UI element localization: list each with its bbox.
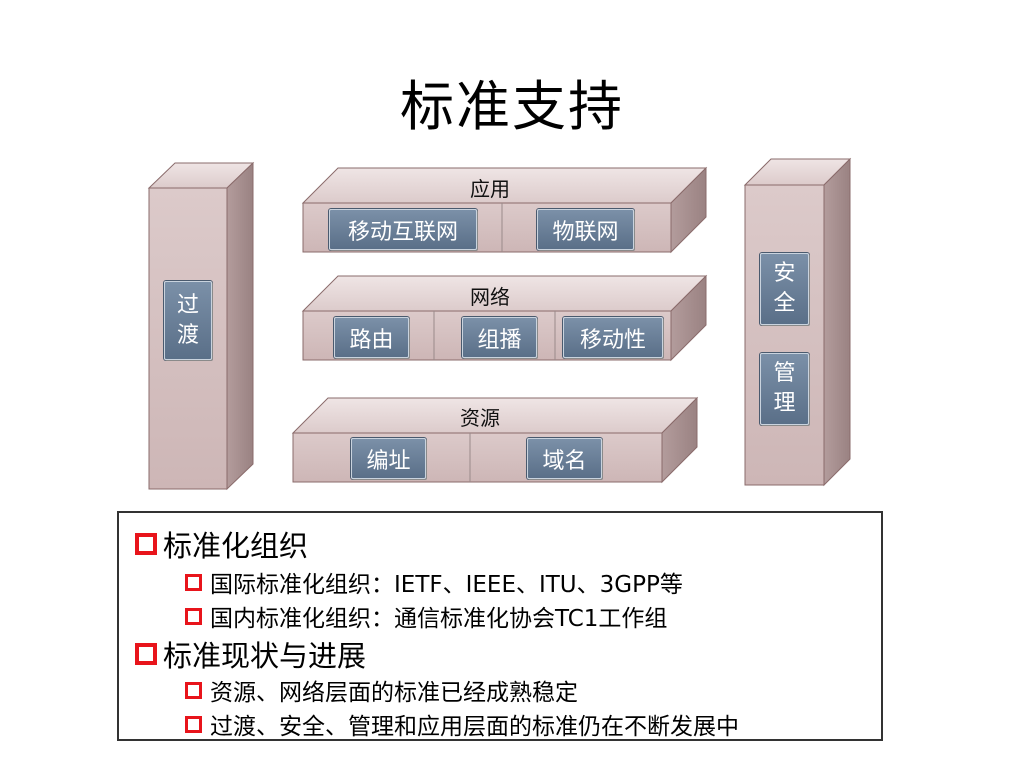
mobile-internet-box: 移动互联网 [329, 209, 477, 250]
sub-bullet-text: 国际标准化组织：IETF、IEEE、ITU、3GPP等 [210, 572, 683, 598]
resource-layer-label: 资源 [460, 406, 500, 430]
page-title: 标准支持 [400, 75, 624, 138]
transition-char-1: 过 [176, 292, 199, 318]
security-management-pillar [743, 157, 852, 487]
application-layer-label: 应用 [470, 177, 510, 201]
security-char-1: 安 [773, 261, 796, 286]
routing-box: 路由 [334, 317, 409, 358]
square-bullet-icon [185, 681, 202, 699]
notes-box: 标准化组织 国际标准化组织：IETF、IEEE、ITU、3GPP等 国内标准化组… [117, 511, 883, 741]
management-box: 管 理 [760, 353, 809, 425]
mobility-box: 移动性 [563, 317, 663, 358]
management-char-2: 理 [773, 391, 796, 416]
network-layer-label: 网络 [470, 285, 510, 309]
transition-char-2: 渡 [176, 322, 199, 348]
bullet-text: 标准化组织 [163, 529, 309, 563]
domain-name-box: 域名 [527, 438, 602, 479]
bullet-text: 标准现状与进展 [163, 639, 367, 673]
sub-bullet: 国际标准化组织：IETF、IEEE、ITU、3GPP等 [185, 565, 683, 599]
iot-box: 物联网 [537, 209, 634, 250]
bullet-standards-status: 标准现状与进展 [135, 633, 366, 675]
square-bullet-icon [135, 643, 157, 665]
sub-bullet: 过渡、安全、管理和应用层面的标准仍在不断发展中 [185, 707, 739, 741]
square-bullet-icon [185, 607, 202, 625]
management-char-1: 管 [773, 361, 796, 386]
bullet-standards-orgs: 标准化组织 [135, 523, 308, 565]
square-bullet-icon [185, 715, 202, 733]
security-char-2: 全 [773, 291, 796, 316]
square-bullet-icon [185, 573, 202, 591]
sub-bullet-text: 资源、网络层面的标准已经成熟稳定 [210, 680, 578, 706]
sub-bullet-text: 国内标准化组织：通信标准化协会TC1工作组 [210, 606, 668, 632]
security-box: 安 全 [760, 253, 809, 325]
sub-bullet: 国内标准化组织：通信标准化协会TC1工作组 [185, 599, 667, 633]
addressing-box: 编址 [351, 438, 426, 479]
multicast-box: 组播 [462, 317, 537, 358]
sub-bullet: 资源、网络层面的标准已经成熟稳定 [185, 673, 578, 707]
sub-bullet-text: 过渡、安全、管理和应用层面的标准仍在不断发展中 [210, 714, 739, 740]
transition-box: 过 渡 [164, 281, 212, 360]
square-bullet-icon [135, 533, 157, 555]
